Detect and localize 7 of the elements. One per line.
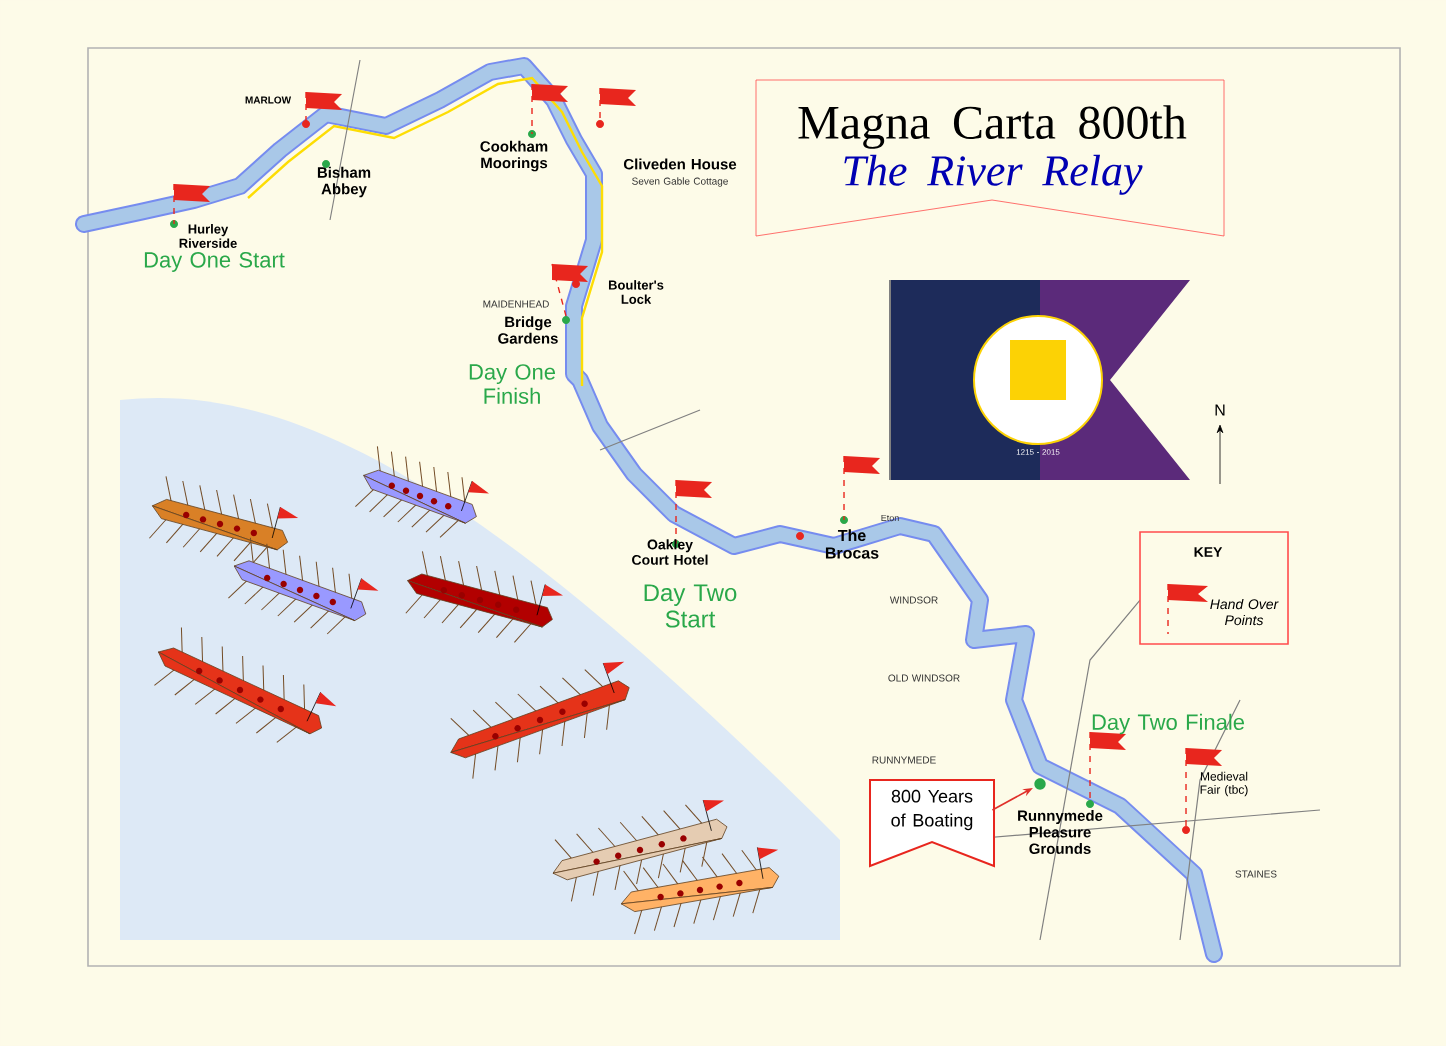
- title-banner: Magna Carta 800th The River Relay: [755, 79, 1225, 237]
- place-label: The Brocas: [825, 529, 879, 559]
- place-label: Day One Finish: [469, 364, 556, 404]
- place-label: Day Two Start: [644, 584, 737, 628]
- place-label: N: [1215, 404, 1225, 416]
- place-label: Day One Start: [144, 252, 285, 272]
- place-label: Day Two Finale: [1092, 713, 1245, 735]
